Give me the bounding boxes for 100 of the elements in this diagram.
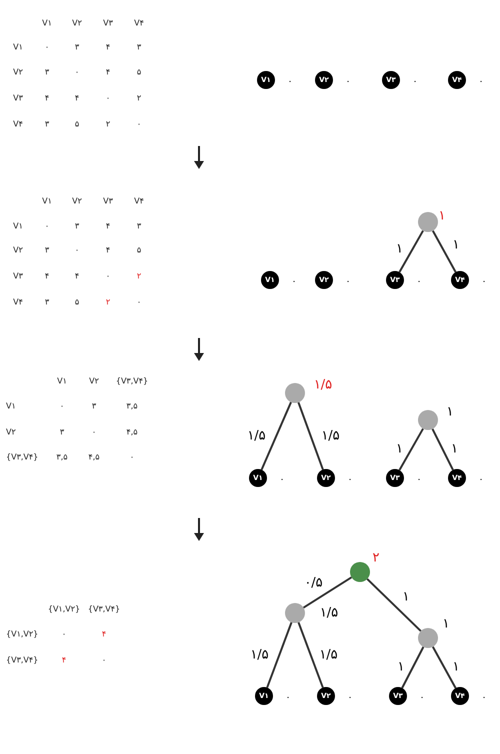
height-label: ۱	[442, 616, 450, 632]
row-header: V۴	[13, 298, 23, 306]
matrix-value: ۳	[136, 42, 142, 52]
matrix-value: ۴	[106, 246, 110, 254]
height-label: ۰	[348, 693, 352, 703]
cluster-node	[418, 212, 438, 232]
height-label: ۰	[478, 475, 484, 485]
tree-branch	[266, 622, 292, 688]
matrix-value: ۰	[102, 656, 106, 664]
row-header: V۲	[6, 428, 16, 436]
row-header: {V۳,V۴}	[6, 656, 38, 664]
height-label: ۱	[438, 208, 446, 224]
row-header: V۳	[13, 94, 23, 102]
matrix-value: ۰	[74, 246, 80, 254]
height-label: ۰	[482, 693, 486, 703]
tree-branch	[297, 402, 324, 470]
matrix-value: ۰	[60, 402, 64, 410]
matrix-value: ۰	[106, 94, 110, 102]
matrix-value: ۳	[44, 246, 50, 254]
cluster-node	[418, 410, 438, 430]
matrix-value: ۵	[74, 120, 80, 128]
tree-branch	[366, 578, 422, 632]
matrix-value: ۳	[60, 428, 64, 436]
matrix-value: ۴	[44, 94, 50, 102]
matrix-value: ۴	[106, 222, 110, 230]
row-header: V۲	[13, 246, 23, 254]
height-label: ۱/۵	[314, 378, 332, 392]
column-header: V۲	[72, 18, 82, 28]
row-header: V۴	[13, 120, 23, 128]
matrix-value: ۲	[136, 94, 142, 102]
column-header: V۱	[42, 196, 52, 206]
column-header: V۴	[134, 18, 144, 28]
height-label: ۰	[348, 475, 352, 485]
height-label: ۱	[446, 404, 454, 420]
row-header: V۱	[13, 222, 23, 230]
column-header: {V۳,V۴}	[88, 604, 120, 614]
matrix-value: ۴	[106, 68, 110, 76]
tree-branch	[298, 622, 324, 688]
height-label: ۰	[346, 77, 350, 87]
matrix-value: ۳	[136, 222, 142, 230]
matrix-value: ۳,۵	[126, 402, 138, 410]
edge-label: ۱/۵	[249, 647, 270, 662]
column-header: V۳	[103, 18, 113, 28]
matrix-value: ۴	[102, 630, 106, 638]
height-label: ۲	[372, 550, 380, 566]
tree-branch	[398, 428, 424, 471]
edge-label: ۱/۵	[246, 428, 267, 443]
row-header: V۱	[13, 42, 23, 52]
matrix-value: ۳	[74, 222, 80, 230]
row-header: V۳	[13, 272, 23, 280]
column-header: {V۱,V۲}	[48, 604, 80, 614]
matrix-value: ۳	[44, 298, 50, 306]
height-label: ۱/۵	[320, 606, 338, 620]
column-header: V۱	[57, 376, 67, 386]
matrix-value: ۵	[74, 298, 80, 306]
height-label: ۰	[288, 77, 292, 87]
tree-branch	[401, 646, 424, 688]
matrix-value: ۰	[74, 68, 80, 76]
matrix-value: ۰	[44, 42, 50, 52]
column-header: V۱	[42, 18, 52, 28]
matrix-value: ۰	[92, 428, 96, 436]
height-label: ۰	[280, 475, 284, 485]
tree-branch	[432, 428, 454, 470]
height-label: ۰	[478, 77, 484, 87]
matrix-value: ۴	[44, 272, 50, 280]
height-label: ۰	[416, 277, 422, 287]
tree-branch	[302, 576, 352, 609]
matrix-value: ۲	[136, 272, 142, 280]
matrix-value: ۳	[92, 402, 96, 410]
column-header: V۴	[134, 196, 144, 206]
height-label: ۰	[412, 77, 418, 87]
matrix-value: ۵	[136, 68, 142, 76]
matrix-value: ۴,۵	[126, 428, 138, 436]
matrix-value: ۰	[136, 298, 142, 306]
height-label: ۰	[286, 693, 290, 703]
matrix-value: ۰	[62, 630, 66, 638]
root-node	[350, 562, 370, 582]
matrix-value: ۲	[106, 298, 110, 306]
matrix-value: ۳	[44, 68, 50, 76]
matrix-value: ۴	[106, 42, 110, 52]
edge-label: ۱/۵	[318, 647, 339, 662]
matrix-value: ۴,۵	[88, 452, 100, 462]
height-label: ۰	[346, 277, 350, 287]
tree-branch	[432, 230, 457, 273]
row-header: {V۱,V۲}	[6, 630, 38, 638]
row-header: V۱	[6, 402, 16, 410]
matrix-value: ۰	[44, 222, 50, 230]
matrix-value: ۳	[44, 120, 50, 128]
cluster-node	[285, 603, 305, 623]
matrix-value: ۰	[130, 452, 134, 462]
cluster-node	[418, 628, 438, 648]
matrix-value: ۲	[106, 120, 110, 128]
height-label: ۰	[420, 693, 424, 703]
column-header: {V۳,V۴}	[116, 376, 148, 386]
row-header: {V۳,V۴}	[6, 452, 38, 462]
height-label: ۰	[416, 475, 422, 485]
row-header: V۲	[13, 68, 23, 76]
matrix-value: ۴	[62, 656, 66, 664]
edge-label: ۱/۵	[320, 428, 341, 443]
tree-branch	[260, 402, 292, 470]
